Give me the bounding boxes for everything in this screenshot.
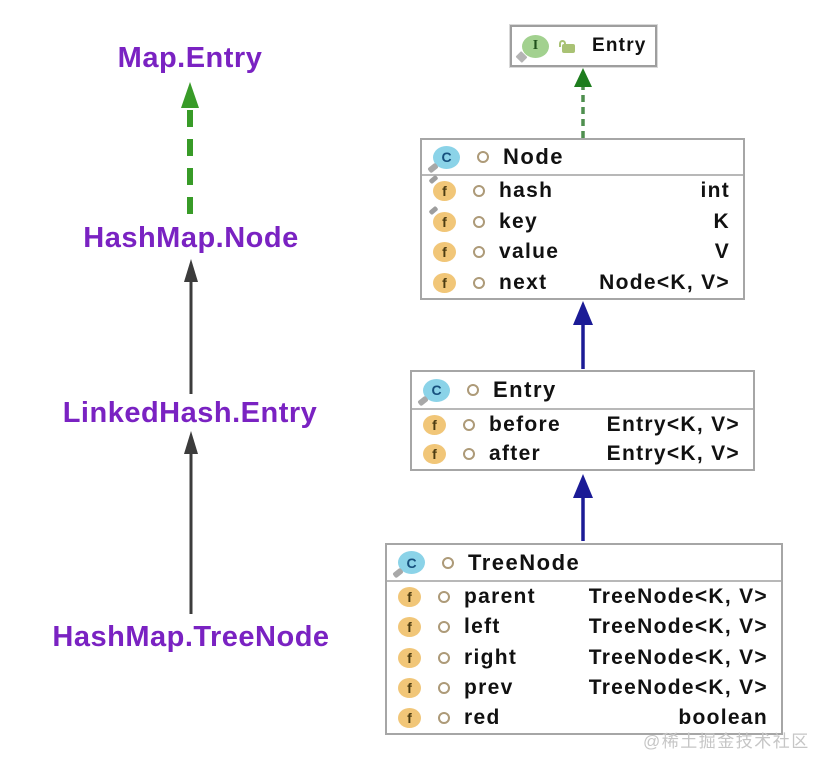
class-header: C TreeNode	[387, 545, 781, 582]
field-icon: f	[398, 587, 421, 608]
interface-icon: I	[522, 34, 549, 58]
field-name: parent	[464, 585, 536, 609]
label-hashmap-treenode: HashMap.TreeNode	[52, 621, 330, 653]
field-type: int	[700, 179, 730, 203]
extends-arrow-right-2	[573, 474, 593, 541]
extends-arrow-left-1	[184, 259, 198, 394]
class-box-node: C Node f hash int f key K f value V	[420, 138, 745, 300]
extends-arrow-right-1	[573, 301, 593, 369]
field-type: K	[713, 209, 730, 233]
field-name: left	[464, 615, 501, 639]
interface-title: Entry	[592, 35, 647, 56]
field-name: before	[489, 412, 561, 436]
field-type: V	[714, 240, 730, 264]
field-type: Entry<K, V>	[606, 412, 740, 436]
field-row: f red boolean	[387, 703, 781, 733]
field-row: f right TreeNode<K, V>	[387, 642, 781, 672]
field-icon: f	[398, 647, 421, 668]
field-icon: f	[423, 414, 446, 435]
field-type: boolean	[678, 705, 768, 729]
field-row: f hash int	[422, 176, 743, 207]
label-linkedhash-entry: LinkedHash.Entry	[62, 397, 318, 429]
field-icon: f	[433, 272, 456, 293]
field-row: f prev TreeNode<K, V>	[387, 673, 781, 703]
field-type: TreeNode<K, V>	[588, 645, 768, 669]
implements-arrow-right	[574, 68, 592, 138]
visibility-icon	[438, 621, 450, 634]
field-name: value	[499, 240, 560, 264]
class-title: TreeNode	[468, 549, 581, 575]
field-row: f key K	[422, 207, 743, 238]
field-row: f value V	[422, 237, 743, 268]
field-type: TreeNode<K, V>	[588, 585, 768, 609]
field-row: f left TreeNode<K, V>	[387, 612, 781, 642]
class-title: Entry	[493, 377, 557, 402]
visibility-icon	[438, 651, 450, 664]
lock-icon	[559, 39, 576, 53]
visibility-icon	[438, 711, 450, 724]
field-name: next	[499, 270, 548, 294]
field-icon: f	[398, 677, 421, 698]
visibility-icon	[467, 384, 479, 396]
visibility-icon	[438, 591, 450, 604]
field-icon: f	[398, 707, 421, 728]
field-icon: f	[433, 181, 456, 202]
field-row: f next Node<K, V>	[422, 268, 743, 299]
label-map-entry: Map.Entry	[117, 42, 263, 74]
field-row: f after Entry<K, V>	[412, 440, 753, 470]
field-name: prev	[464, 675, 514, 699]
class-icon: C	[423, 378, 450, 402]
visibility-icon	[463, 448, 475, 461]
class-box-entry: C Entry f before Entry<K, V> f after Ent…	[410, 370, 755, 471]
field-icon: f	[423, 444, 446, 465]
field-type: Node<K, V>	[599, 270, 730, 294]
class-title: Node	[503, 144, 564, 169]
label-hashmap-node: HashMap.Node	[83, 222, 299, 254]
visibility-icon	[477, 151, 489, 163]
class-icon: C	[398, 551, 425, 574]
interface-box-entry: I Entry	[510, 25, 657, 67]
field-icon: f	[398, 617, 421, 638]
visibility-icon	[438, 681, 450, 694]
field-icon: f	[433, 242, 456, 263]
implements-arrow-left	[181, 82, 199, 214]
field-name: right	[464, 645, 518, 669]
field-name: red	[464, 705, 501, 729]
class-box-treenode: C TreeNode f parent TreeNode<K, V> f lef…	[385, 543, 783, 735]
field-type: TreeNode<K, V>	[588, 675, 768, 699]
field-row: f parent TreeNode<K, V>	[387, 582, 781, 612]
extends-arrow-left-2	[184, 431, 198, 614]
visibility-icon	[473, 246, 485, 259]
visibility-icon	[473, 185, 485, 198]
watermark: @稀土掘金技术社区	[643, 732, 810, 751]
visibility-icon	[473, 215, 485, 228]
field-icon: f	[433, 211, 456, 232]
class-header: C Entry	[412, 372, 753, 410]
field-name: key	[499, 209, 538, 233]
field-name: after	[489, 442, 542, 466]
field-row: f before Entry<K, V>	[412, 410, 753, 440]
class-header: C Node	[422, 140, 743, 176]
field-type: Entry<K, V>	[606, 442, 740, 466]
visibility-icon	[442, 556, 454, 569]
field-name: hash	[499, 179, 554, 203]
visibility-icon	[463, 418, 475, 431]
class-icon: C	[433, 145, 460, 169]
visibility-icon	[473, 276, 485, 289]
field-type: TreeNode<K, V>	[588, 615, 768, 639]
